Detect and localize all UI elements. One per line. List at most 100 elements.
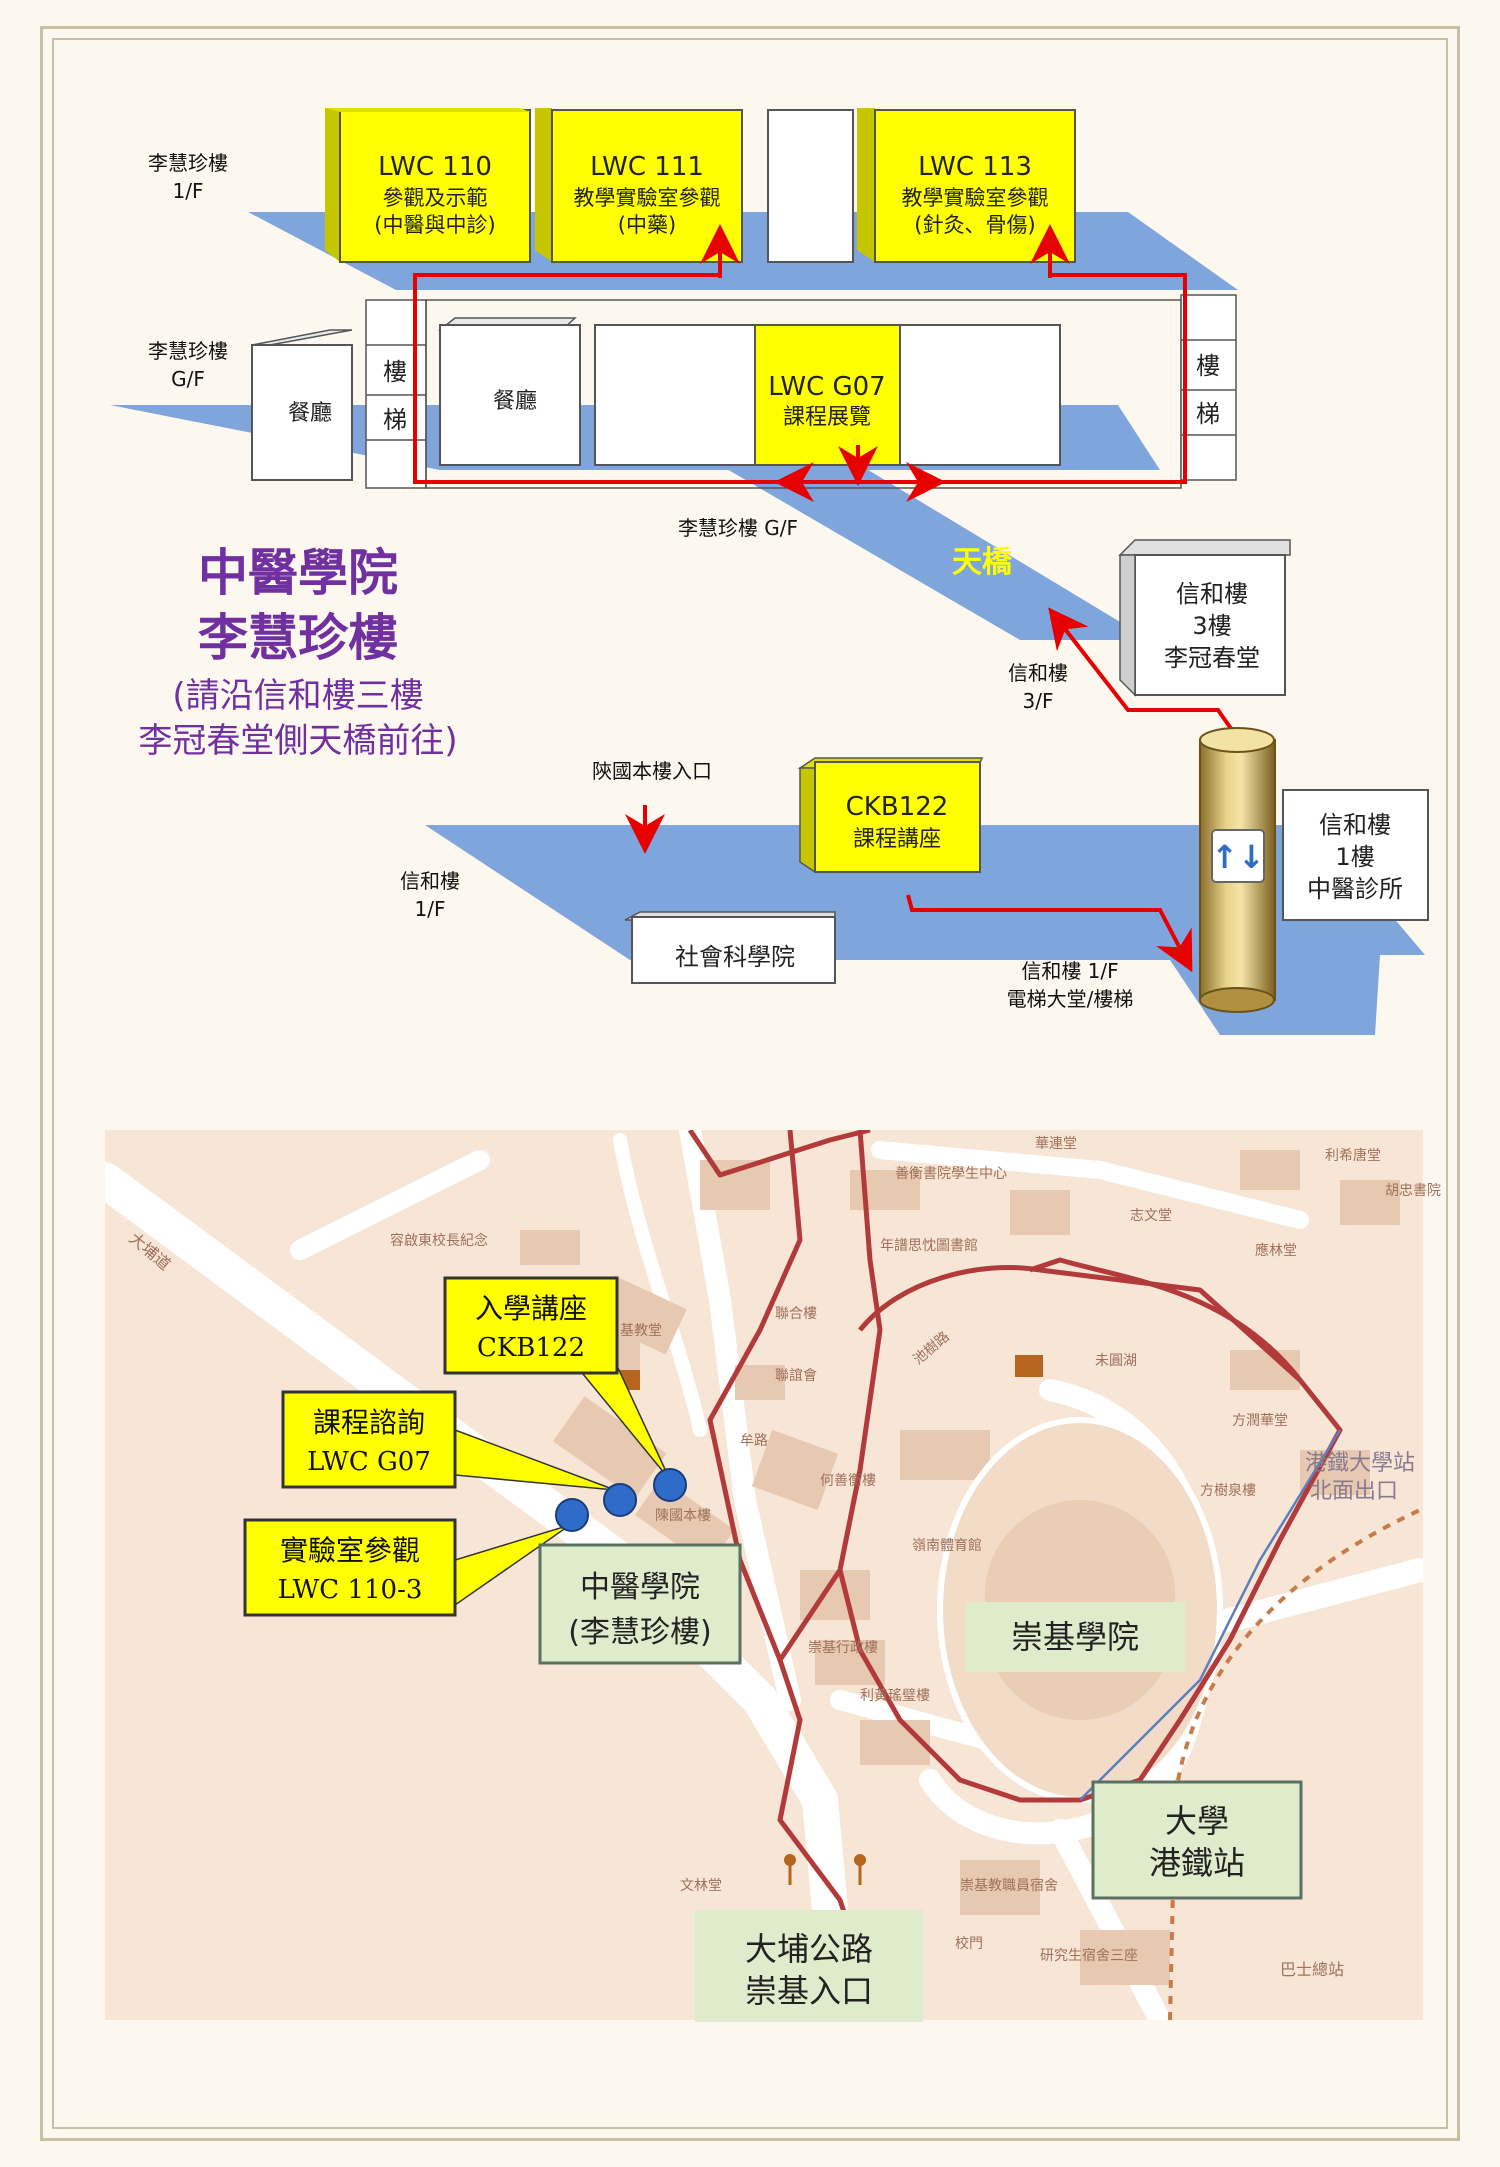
skybridge-floor <box>720 465 1150 640</box>
skybridge-label: 天橋 <box>952 545 1013 580</box>
callout-g07-line2: LWC G07 <box>307 1447 431 1477</box>
entrance-label: 陝國本樓入口 <box>592 759 712 783</box>
label-ying-lin: 應林堂 <box>1255 1242 1297 1259</box>
social-science-box <box>624 911 836 984</box>
label-ho-sin-hang: 何善衡樓 <box>820 1473 876 1489</box>
label-yung-hall: 容啟東校長紀念 <box>390 1232 488 1249</box>
room-lwc-g07 <box>754 324 901 466</box>
callout-110-line1: 實驗室參觀 <box>280 1534 420 1567</box>
label-chapel: 基教堂 <box>620 1322 662 1339</box>
canteen-left <box>251 329 353 481</box>
label-chi-man: 志文堂 <box>1130 1208 1172 1224</box>
shw3f-box-line3: 李冠春堂 <box>1164 644 1260 672</box>
room-ckb122 <box>797 757 984 874</box>
lift-label-line1: 信和樓 1/F <box>1021 959 1118 983</box>
shw3f-box <box>1118 539 1291 697</box>
shw3f-label-line1: 信和樓 <box>1008 661 1068 685</box>
lift-cylinder <box>1199 727 1276 1013</box>
floor-gf-label-line1: 李慧珍樓 <box>148 339 228 363</box>
title-line1: 中醫學院 <box>198 544 398 602</box>
canteen-left-label: 餐廳 <box>288 401 332 426</box>
canteen-mid <box>437 317 581 466</box>
shw1f-box-line1: 信和樓 <box>1319 811 1391 839</box>
label-mtr-station: 港鐵大學站 <box>1305 1451 1415 1476</box>
lift-arrows-icon: ↑↓ <box>1211 838 1265 876</box>
shw1f-box <box>1282 789 1429 921</box>
stairs-right-char1: 樓 <box>1196 352 1220 380</box>
label-admin: 崇基行政樓 <box>808 1639 878 1656</box>
label-staff-quarters: 崇基教職員宿舍 <box>960 1877 1058 1894</box>
shw3f-box-line2: 3樓 <box>1192 612 1231 640</box>
label-man-lam: 文林堂 <box>680 1878 722 1894</box>
taipo-line1: 大埔公路 <box>745 1930 873 1968</box>
cmed-line1: 中醫學院 <box>580 1570 700 1605</box>
room-lwc110 <box>325 108 531 263</box>
callout-ckb122 <box>443 1276 619 1375</box>
mtr-line1: 大學 <box>1165 1802 1229 1840</box>
ckb122-line1: CKB122 <box>846 792 949 822</box>
label-lee-hall: 利希唐堂 <box>1325 1147 1381 1164</box>
label-lingnan: 嶺南體育館 <box>912 1537 982 1554</box>
lwc113-line3: (針灸、骨傷) <box>914 213 1035 237</box>
shw1f-label-line1: 信和樓 <box>400 869 460 893</box>
label-mou-road: 牟路 <box>740 1433 768 1449</box>
gf-room-blank-2 <box>899 324 1061 466</box>
note-line2: 李冠春堂側天橋前往) <box>138 721 457 761</box>
cmed-line2: (李慧珍樓) <box>568 1615 711 1650</box>
lwc111-line3: (中藥) <box>618 213 676 237</box>
lwc113-line2: 教學實驗室參觀 <box>902 186 1049 210</box>
taipo-line2: 崇基入口 <box>745 1972 873 2010</box>
stairs-left-char2: 梯 <box>383 406 407 434</box>
social-science-label: 社會科學院 <box>675 943 795 971</box>
gf-bottom-label: 李慧珍樓 G/F <box>678 516 798 540</box>
lwc110-line1: LWC 110 <box>378 152 492 182</box>
shw1f-label-line2: 1/F <box>415 897 446 921</box>
chungchi-label: 崇基學院 <box>1011 1618 1139 1656</box>
label-bus-terminus: 巴士總站 <box>1280 1960 1344 1979</box>
label-box-cmed <box>538 1543 742 1665</box>
callout-lwc-g07 <box>281 1390 457 1489</box>
lift-label-line2: 電梯大堂/樓梯 <box>1007 987 1134 1011</box>
stairs-left-char1: 樓 <box>383 358 407 386</box>
floor-gf-label-line2: G/F <box>171 367 205 391</box>
label-shaw-center: 善衡書院學生中心 <box>895 1166 1007 1182</box>
note-line1: (請沿信和樓三樓 <box>172 676 423 716</box>
room-lwc111 <box>535 108 743 263</box>
gf-room-blank-1 <box>594 324 756 466</box>
shw1f-box-line3: 中醫診所 <box>1307 875 1403 903</box>
label-fong-hall: 方潤華堂 <box>1232 1413 1288 1429</box>
lwc113-line1: LWC 113 <box>918 152 1032 182</box>
callout-g07-line1: 課程諮詢 <box>313 1406 425 1439</box>
label-box-mtr <box>1091 1780 1303 1900</box>
dot-lwc-g07 <box>603 1483 637 1517</box>
label-assembly: 聯誼會 <box>775 1368 817 1384</box>
shw3f-label-line2: 3/F <box>1023 689 1054 713</box>
label-wu-chung: 胡忠書院 <box>1385 1183 1441 1199</box>
floor-shw1f <box>425 825 1425 1035</box>
label-fong-sun: 方樹泉樓 <box>1200 1482 1256 1499</box>
label-union: 聯合樓 <box>775 1306 817 1322</box>
lwc111-line2: 教學實驗室參觀 <box>574 186 721 210</box>
shw3f-box-line1: 信和樓 <box>1176 580 1248 608</box>
label-wah-lin: 華連堂 <box>1035 1136 1077 1152</box>
outer-frame <box>40 26 1460 2141</box>
label-box-chungchi <box>965 1602 1185 1672</box>
stairs-right-char2: 梯 <box>1196 400 1220 428</box>
label-lake: 未圓湖 <box>1095 1353 1137 1369</box>
lwc110-line2: 參觀及示範 <box>383 186 488 210</box>
dot-lwc-110 <box>555 1498 589 1532</box>
mtr-line2: 港鐵站 <box>1149 1844 1245 1882</box>
label-chen-kwok-pun: 陳國本樓 <box>655 1508 711 1524</box>
callout-ckb122-line1: 入學講座 <box>475 1292 587 1325</box>
canteen-mid-label: 餐廳 <box>493 389 537 414</box>
stairs-right <box>1180 294 1237 481</box>
label-gate: 校門 <box>955 1935 983 1952</box>
lwc110-line3: (中醫與中診) <box>374 213 495 237</box>
floor-1f-label-line1: 李慧珍樓 <box>148 151 228 175</box>
label-box-taipo <box>695 1910 923 2022</box>
lwc111-line1: LWC 111 <box>590 152 704 182</box>
label-grad-hall: 研究生宿舍三座 <box>1040 1947 1138 1964</box>
callout-ckb122-line2: CKB122 <box>477 1333 585 1363</box>
label-lee-wong: 利黃瑤璧樓 <box>860 1687 930 1704</box>
